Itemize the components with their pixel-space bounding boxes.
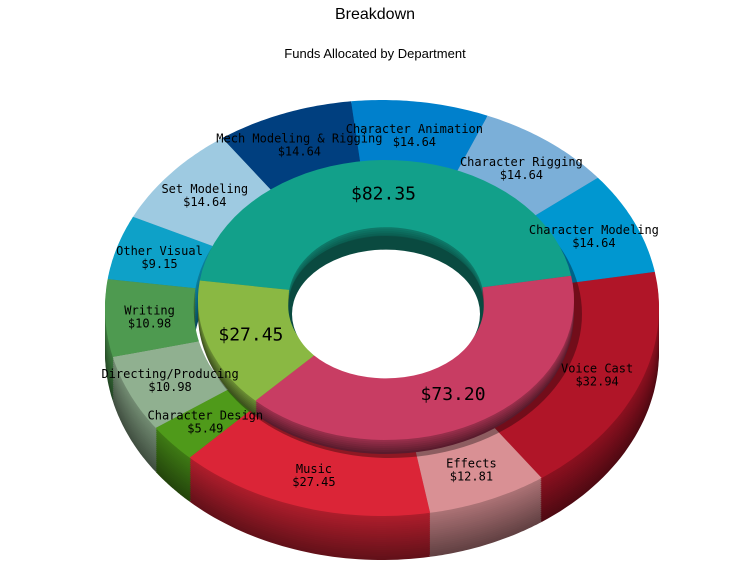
slice-value-label: $27.45 <box>292 475 335 489</box>
outer-slice[interactable] <box>155 389 252 458</box>
slice-value-label: $14.64 <box>183 195 226 209</box>
slice-value-label: $14.64 <box>393 135 436 149</box>
slice-name-label: Writing <box>124 304 175 318</box>
slice-value-label: $10.98 <box>128 317 171 331</box>
donut-hole <box>292 249 480 379</box>
slice-value-label: $5.49 <box>187 422 223 436</box>
slice-value-label: $9.15 <box>141 257 177 271</box>
slice-value-label: $14.64 <box>572 236 615 250</box>
slice-name-label: Directing/Producing <box>101 367 238 381</box>
slice-value-label: $14.64 <box>500 168 543 182</box>
slice-name-label: Character Animation <box>346 122 483 136</box>
outer-slice[interactable] <box>133 138 274 246</box>
outer-slice[interactable] <box>490 271 659 478</box>
inner-slice[interactable] <box>199 160 572 290</box>
inner-value-label: $73.20 <box>421 384 486 405</box>
outer-slice[interactable] <box>453 115 598 220</box>
slice-name-label: Character Modeling <box>529 223 659 237</box>
chart-subtitle: Funds Allocated by Department <box>284 46 466 61</box>
outer-slice[interactable] <box>189 409 431 516</box>
slice-value-label: $14.64 <box>278 145 321 159</box>
slice-name-label: Set Modeling <box>161 182 248 196</box>
slice-name-label: Character Design <box>148 409 264 423</box>
inner-value-label: $27.45 <box>218 325 283 346</box>
slice-name-label: Other Visual <box>116 244 203 258</box>
slice-value-label: $32.94 <box>575 375 618 389</box>
slice-name-label: Character Rigging <box>460 155 583 169</box>
slice-name-label: Music <box>296 462 332 476</box>
inner-slice[interactable] <box>255 275 574 440</box>
slice-name-label: Effects <box>446 456 497 470</box>
outer-slice[interactable] <box>351 100 488 178</box>
inner-value-label: $82.35 <box>351 184 416 205</box>
slice-name-label: Mech Modeling & Rigging <box>216 132 382 146</box>
outer-slice[interactable] <box>105 279 199 357</box>
slice-name-label: Voice Cast <box>561 362 633 376</box>
outer-slice[interactable] <box>112 341 229 428</box>
slice-value-label: $12.81 <box>450 469 493 483</box>
outer-slice[interactable] <box>107 216 213 289</box>
inner-slice[interactable] <box>198 280 319 401</box>
chart-title: Breakdown <box>334 6 416 23</box>
slice-value-label: $10.98 <box>148 380 191 394</box>
